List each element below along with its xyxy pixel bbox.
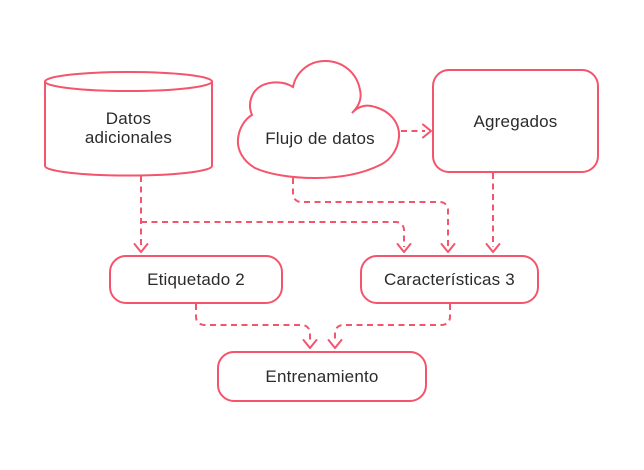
node-label: Características 3 xyxy=(384,270,515,289)
node-datos-adicionales: Datos adicionales xyxy=(44,71,213,177)
edge-line xyxy=(334,304,451,343)
cloud-shape xyxy=(236,59,401,180)
node-etiquetado-2: Etiquetado 2 xyxy=(109,255,283,304)
edge-flujo-to-caracteristicas xyxy=(292,178,456,253)
edge-arrowhead xyxy=(485,243,501,253)
cylinder-shape xyxy=(44,81,213,177)
edge-flujo-to-agregados xyxy=(401,123,432,139)
node-label: Flujo de datos xyxy=(265,129,375,148)
edge-line xyxy=(195,304,311,343)
node-entrenamiento: Entrenamiento xyxy=(217,351,427,402)
node-caracteristicas-3: Características 3 xyxy=(360,255,539,304)
edge-line xyxy=(141,221,405,247)
edge-etiquetado-to-entrenamiento xyxy=(195,304,318,349)
node-agregados: Agregados xyxy=(432,69,599,173)
node-label: Datos xyxy=(106,109,151,128)
node-label: adicionales xyxy=(85,128,172,147)
rounded-rect-shape xyxy=(217,351,427,402)
edge-agregados-to-caracteristicas xyxy=(485,173,501,253)
edge-datos-to-etiquetado xyxy=(133,176,149,253)
node-label: Etiquetado 2 xyxy=(147,270,245,289)
rounded-rect-shape xyxy=(109,255,283,304)
edge-caracteristicas-to-entrenamiento xyxy=(327,304,451,349)
edge-arrowhead xyxy=(302,339,318,349)
edge-arrowhead xyxy=(327,339,343,349)
edge-line xyxy=(292,178,449,247)
cylinder-top-ellipse xyxy=(44,71,213,92)
edge-arrowhead xyxy=(440,243,456,253)
edge-arrowhead xyxy=(133,243,149,253)
node-label: Agregados xyxy=(473,112,557,131)
node-label: Entrenamiento xyxy=(265,367,378,386)
node-flujo-de-datos: Flujo de datos xyxy=(236,59,401,180)
rounded-rect-shape xyxy=(432,69,599,173)
rounded-rect-shape xyxy=(360,255,539,304)
edge-datos-to-caracteristicas xyxy=(141,221,412,253)
edge-arrowhead xyxy=(422,123,432,139)
edge-arrowhead xyxy=(396,243,412,253)
